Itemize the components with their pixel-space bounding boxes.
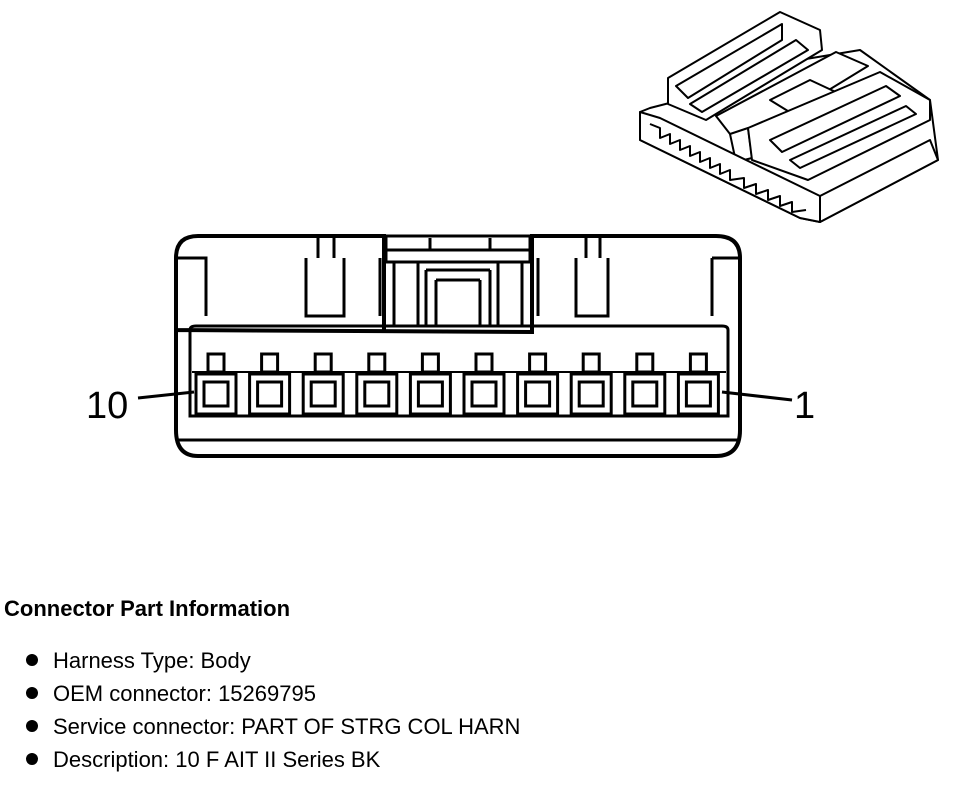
pin-cavity-2 xyxy=(623,352,667,416)
pin-10-label: 10 xyxy=(86,385,128,427)
pin-cavity-1 xyxy=(676,352,720,416)
list-item: Description: 10 F AIT II Series BK xyxy=(4,743,954,776)
pin-1-label: 1 xyxy=(794,385,815,427)
pin-cavity-5 xyxy=(462,352,506,416)
pin-cavity-4 xyxy=(516,352,560,416)
pin-cavity-6 xyxy=(408,352,452,416)
list-item-text: Harness Type: Body xyxy=(53,648,251,673)
pin-cavities xyxy=(194,352,720,416)
list-item: OEM connector: 15269795 xyxy=(4,677,954,710)
center-latch xyxy=(384,234,532,328)
connector-3d-view xyxy=(639,11,939,223)
info-title: Connector Part Information xyxy=(4,596,291,621)
list-item: Service connector: PART OF STRG COL HARN xyxy=(4,710,954,743)
list-item-text: OEM connector: 15269795 xyxy=(53,681,316,706)
connector-face xyxy=(174,234,742,458)
bullet-icon xyxy=(26,654,38,666)
pin-1-leader xyxy=(721,390,793,402)
info-list: Harness Type: Body OEM connector: 152697… xyxy=(4,644,954,776)
connector-part-info: Connector Part Information Harness Type:… xyxy=(4,596,954,776)
bullet-icon xyxy=(26,753,38,765)
pin-callouts: 10 1 xyxy=(86,385,815,427)
bullet-icon xyxy=(26,720,38,732)
list-item-text: Description: 10 F AIT II Series BK xyxy=(53,747,381,772)
pin-cavity-9 xyxy=(248,352,292,416)
bullet-icon xyxy=(26,687,38,699)
housing-outline xyxy=(174,234,742,458)
list-item: Harness Type: Body xyxy=(4,644,954,677)
pin-cavity-3 xyxy=(569,352,613,416)
pin-cavity-7 xyxy=(355,352,399,416)
pin-cavity-8 xyxy=(301,352,345,416)
list-item-text: Service connector: PART OF STRG COL HARN xyxy=(53,714,521,739)
pin-cavity-10 xyxy=(194,352,238,416)
pin-10-leader xyxy=(137,390,195,400)
